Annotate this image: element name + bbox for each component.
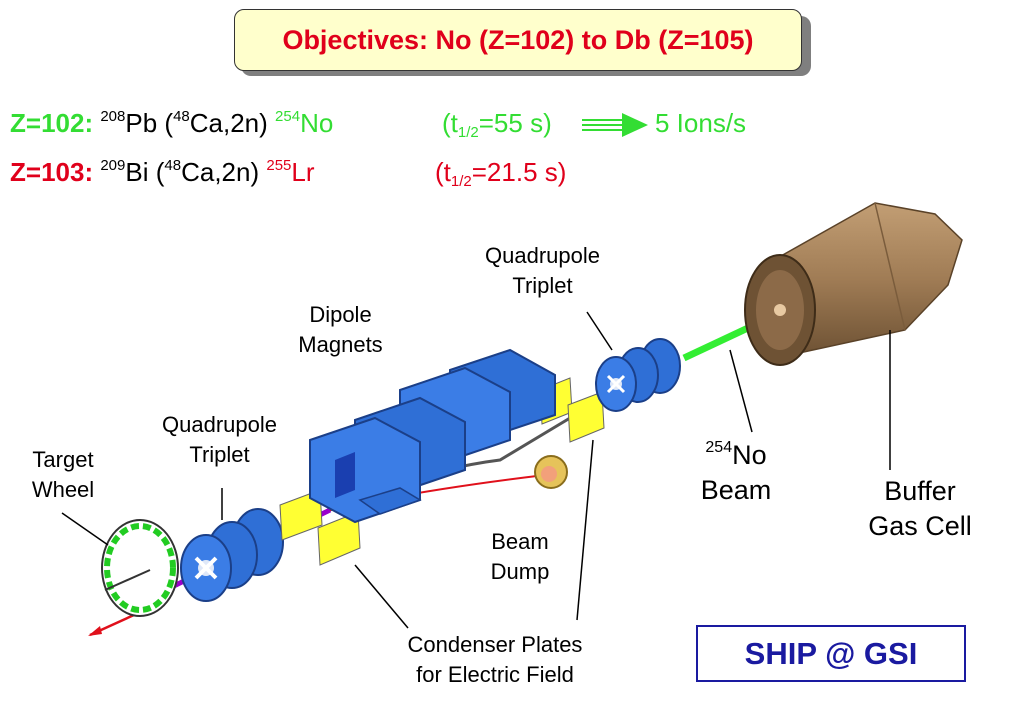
no-product: No [300,108,334,138]
condenser-plates [279,377,605,566]
ca-projectile-1: Ca,2n) [189,108,268,138]
leader-lines [61,311,891,629]
ion-rate: 5 Ions/s [655,108,747,138]
half-life-lr: (t1/2=21.5 s) [435,157,567,190]
slide-title: Objectives: No (Z=102) to Db (Z=105) [282,24,754,55]
no-beam-label: 254No Beam [700,439,772,506]
double-arrow-icon [582,113,648,137]
z103-label: Z=103: [10,157,94,187]
bi-target: Bi [125,157,149,187]
ca-projectile-2: Ca,2n) [181,157,260,187]
z102-label: Z=102: [10,108,94,138]
lr-product: Lr [291,157,315,187]
target-wheel-icon [101,519,179,617]
lr-mass: 255 [266,157,292,174]
reaction-line-z102: Z=102: 208Pb (48Ca,2n) 254No [10,108,333,139]
paren-open-1: ( [157,108,174,138]
ca-mass-1: 48 [173,108,190,125]
dipole-magnets [309,348,556,524]
ca-mass-2: 48 [164,157,182,174]
pb-mass: 208 [100,108,126,125]
reaction-line-z103: Z=103: 209Bi (48Ca,2n) 255Lr [10,157,315,188]
quadrupole-triplet-2 [595,338,681,412]
no-mass: 254 [275,108,301,125]
quadrupole-triplet-1 [180,508,284,602]
beam-dump-icon [534,455,568,489]
paren-open-2: ( [148,157,165,187]
pb-target: Pb [125,108,158,138]
title-box: Objectives: No (Z=102) to Db (Z=105) [234,9,802,71]
bi-mass: 209 [100,157,126,174]
buffer-gas-cell-icon [744,202,963,366]
half-life-no: (t1/2=55 s) [442,108,552,141]
ship-gsi-box: SHIP @ GSI [696,625,966,682]
ship-gsi-label: SHIP @ GSI [744,635,918,671]
